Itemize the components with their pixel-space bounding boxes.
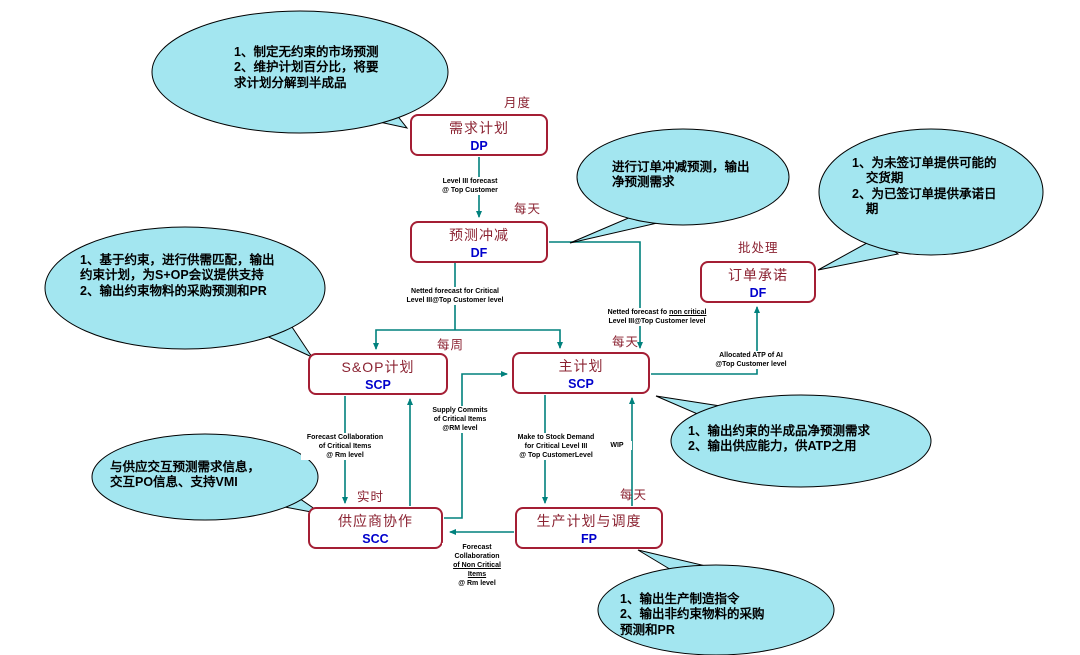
callout-text-market-forecast: 1、制定无约束的市场预测 2、维护计划百分比，将要 求计划分解到半成品 <box>234 45 379 90</box>
arrow-masterplan-to-orderpromise <box>651 306 760 375</box>
arrow-label-line: Allocated ATP of AI <box>719 352 783 359</box>
arrow-label-line: Supply Commits <box>432 407 488 414</box>
arrow-label-line: @Top Customer level <box>715 361 787 369</box>
arrow-label-line: non critical <box>669 309 707 316</box>
arrow-label-allocated-atp: Allocated ATP of AI @Top Customer level <box>702 351 800 370</box>
arrow-label-line: @ Rm level <box>326 452 364 460</box>
arrow-scc-to-masterplan <box>444 371 508 519</box>
node-order-promise: 订单承诺 DF <box>700 261 816 303</box>
callout-text-sop: 1、基于约束，进行供需匹配，输出 约束计划，为S+OP会议提供支持 2、输出约束… <box>80 253 275 298</box>
arrow-label-line: Items <box>467 571 487 579</box>
node-demand-fulfillment: 预测冲减 DF <box>410 221 548 263</box>
callout-text-masterplan-output: 1、输出约束的半成品净预测需求 2、输出供应能力，供ATP之用 <box>688 424 870 454</box>
arrow-label-line: Level III@Top Customer level <box>608 318 706 326</box>
arrow-df-to-masterplan <box>455 329 563 349</box>
node-title: 供应商协作 <box>338 512 413 529</box>
callout-text-order-promise: 1、为未签订单提供可能的 交货期 2、为已签订单提供承诺日 期 <box>852 156 997 216</box>
node-code: DF <box>470 245 488 260</box>
callout-shape-order-promise <box>817 128 1044 271</box>
arrow-label-line: @ Rm level <box>458 580 496 588</box>
node-master-planning: 主计划 SCP <box>512 352 650 394</box>
node-code: SCP <box>365 377 391 392</box>
arrow-label-mts-demand: Make to Stock Demand for Critical Level … <box>508 433 604 461</box>
callout-shape-masterplan-output <box>655 394 932 488</box>
arrow-label-line: @ Top CustomerLevel <box>519 452 593 460</box>
arrow-label-line: Level III forecast <box>442 178 498 185</box>
callout-shape-sop <box>44 226 326 359</box>
node-title: 预测冲减 <box>449 226 509 243</box>
callout-text-netting: 进行订单冲减预测，输出 净预测需求 <box>612 160 750 190</box>
freq-label-scc: 实时 <box>357 490 385 504</box>
arrow-label-wip: WIP <box>602 441 632 451</box>
arrow-label-line: Forecast <box>462 544 492 551</box>
arrow-label-supply-commits: Supply Commits of Critical Items @RM lev… <box>420 406 500 434</box>
arrow-label-line: Forecast Collaboration <box>306 434 384 441</box>
arrow-df-to-sop <box>373 329 455 350</box>
freq-label-fp: 每天 <box>620 488 648 502</box>
arrow-label-line: @RM level <box>442 425 478 433</box>
callout-shape-market-forecast <box>151 10 449 134</box>
node-factory-planning: 生产计划与调度 FP <box>515 507 663 549</box>
arrow-label-level3-forecast: Level III forecast @ Top Customer <box>428 177 512 196</box>
node-title: 需求计划 <box>449 119 509 136</box>
freq-label-dp: 月度 <box>504 96 532 110</box>
node-sop-planning: S&OP计划 SCP <box>308 353 448 395</box>
callout-shape-supplier-collab <box>91 433 323 521</box>
freq-label-masterplan: 每天 <box>612 335 640 349</box>
node-code: DP <box>470 138 488 153</box>
arrow-label-line: Netted forecast for Critical <box>411 288 499 295</box>
callout-text-supplier-collab: 与供应交互预测需求信息， 交互PO信息、支持VMI <box>110 460 261 490</box>
callout-group <box>44 10 1044 655</box>
arrow-label-forecast-collab-critical: Forecast Collaboration of Critical Items… <box>301 433 389 461</box>
callout-shape-netting <box>569 128 790 244</box>
arrow-label-line: WIP <box>610 442 624 449</box>
arrow-label-line: for Critical Level III <box>524 443 588 451</box>
arrow-group <box>342 157 760 535</box>
freq-label-orderpromise: 批处理 <box>738 241 779 255</box>
node-code: FP <box>581 531 597 546</box>
node-demand-planning: 需求计划 DP <box>410 114 548 156</box>
arrow-label-line: Level III@Top Customer level <box>406 297 504 305</box>
callout-shape-fp-output <box>597 549 835 655</box>
arrow-label-line: Collaboration <box>454 553 500 561</box>
freq-label-sop: 每周 <box>437 338 465 352</box>
arrow-label-line: Make to Stock Demand <box>517 434 595 441</box>
arrow-label-line: @ Top Customer <box>442 187 498 195</box>
arrow-label-forecast-collab-noncritical: Forecast Collaboration of Non Critical I… <box>442 543 512 589</box>
node-title: 主计划 <box>558 357 604 374</box>
freq-label-df: 每天 <box>514 202 542 216</box>
arrow-label-line: of Critical Items <box>318 443 372 451</box>
arrow-label-netted-noncritical: Netted forecast fo non critical Level II… <box>598 308 716 327</box>
arrow-label-line: of Critical Items <box>433 416 487 424</box>
node-title: 订单承诺 <box>728 266 788 283</box>
arrow-label-line: Netted forecast fo <box>607 309 670 316</box>
node-supplier-collaboration: 供应商协作 SCC <box>308 507 443 549</box>
node-title: 生产计划与调度 <box>536 512 642 529</box>
node-code: DF <box>749 285 767 300</box>
arrow-label-netted-critical: Netted forecast for Critical Level III@T… <box>393 287 517 306</box>
arrow-label-line: of Non Critical <box>453 562 501 570</box>
node-code: SCP <box>568 376 594 391</box>
callout-text-fp-output: 1、输出生产制造指令 2、输出非约束物料的采购 预测和PR <box>620 592 765 637</box>
node-code: SCC <box>362 531 389 546</box>
node-title: S&OP计划 <box>341 358 415 375</box>
